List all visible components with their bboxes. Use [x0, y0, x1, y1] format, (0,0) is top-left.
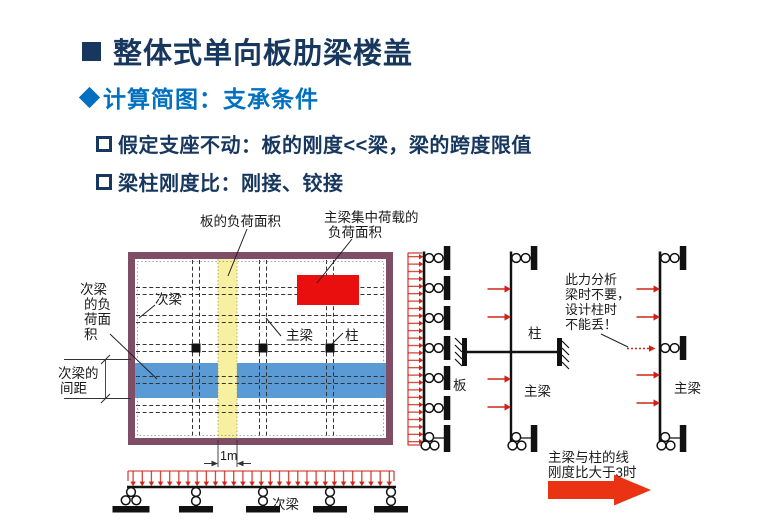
section-heading-text: 计算简图：支承条件	[103, 86, 319, 112]
secondary-beam-model: 次梁	[111, 470, 409, 514]
columns	[191, 343, 335, 353]
svg-text:次梁的: 次梁的	[58, 366, 99, 381]
svg-text:次梁: 次梁	[80, 282, 107, 297]
bullet-item-1-text: 假定支座不动：板的刚度<<梁，梁的跨度限值	[118, 135, 532, 157]
label-girder: 主梁	[286, 328, 313, 343]
girder-column-model: 柱 主梁	[454, 245, 570, 453]
conclusion: 主梁与柱的线 刚度比大于3时	[548, 450, 651, 506]
label-secondary-beam-load-area: 次梁 的负 荷面 积	[80, 282, 111, 342]
svg-text:间距: 间距	[60, 381, 87, 396]
bullet-item-2-text: 梁柱刚度比：刚接、铰接	[118, 173, 344, 195]
label-secondary-beam: 次梁	[155, 292, 182, 307]
svg-text:不能丢！: 不能丢！	[565, 317, 617, 332]
label-column-model: 柱	[528, 326, 542, 341]
hollow-square-bullet-icon	[96, 135, 112, 152]
label-girder-load-area-2: 负荷面积	[328, 225, 382, 240]
plan-wall-frame	[128, 252, 393, 445]
page-title: 整体式单向板肋梁楼盖	[82, 30, 413, 72]
conclusion-text-1: 主梁与柱的线	[548, 450, 629, 465]
svg-text:的负: 的负	[84, 297, 111, 312]
label-slab-load-area: 板的负荷面积	[200, 214, 281, 229]
svg-text:积: 积	[84, 327, 98, 342]
fixed-support-left	[454, 337, 467, 367]
svg-text:梁时不要，: 梁时不要，	[565, 287, 630, 302]
note-pointer-arrow	[600, 333, 656, 352]
girder-model-simplified: 主梁 此力分析 梁时不要， 设计柱时 不能丢！	[565, 245, 702, 453]
section-heading: 计算简图：支承条件	[78, 80, 319, 114]
secondary-beam-distributed-load	[128, 471, 394, 487]
secondary-beam-spacing-dimension: 次梁的 间距	[58, 354, 131, 404]
floor-plan: 板的负荷面积 主梁集中荷载的 负荷面积 次梁 主梁 柱 次梁 的负 荷面 积 次…	[58, 210, 419, 467]
slab-distributed-load	[408, 253, 424, 445]
hollow-square-bullet-icon	[96, 173, 112, 190]
leader-lines	[109, 228, 353, 380]
svg-text:荷面: 荷面	[84, 312, 111, 327]
fixed-support-right	[557, 338, 570, 370]
girder-load-area	[297, 275, 359, 305]
svg-text:设计柱时: 设计柱时	[565, 302, 617, 317]
label-girder-model: 主梁	[524, 384, 552, 399]
label-secondary-beam-model: 次梁	[272, 497, 299, 512]
filled-square-bullet-icon	[82, 41, 101, 61]
slab-load-strip	[218, 259, 237, 438]
page-title-text: 整体式单向板肋梁楼盖	[113, 38, 414, 70]
note-text: 此力分析 梁时不要， 设计柱时 不能丢！	[565, 272, 630, 332]
label-girder-right: 主梁	[674, 381, 702, 396]
bullet-item-2: 梁柱刚度比：刚接、铰接	[96, 167, 344, 196]
label-slab: 板	[453, 378, 467, 393]
strip-width-dimension: 1m	[204, 440, 251, 467]
conclusion-text-2: 刚度比大于3时	[548, 465, 637, 480]
bullet-item-1: 假定支座不动：板的刚度<<梁，梁的跨度限值	[96, 129, 532, 158]
slab-strip-model: 板	[407, 245, 467, 453]
label-column: 柱	[345, 328, 359, 343]
svg-text:1m: 1m	[220, 449, 237, 463]
svg-text:此力分析: 此力分析	[565, 272, 617, 287]
secondary-beam-load-band	[135, 363, 386, 398]
big-right-arrow-icon	[548, 474, 651, 506]
label-girder-load-area-1: 主梁集中荷载的	[324, 210, 419, 225]
